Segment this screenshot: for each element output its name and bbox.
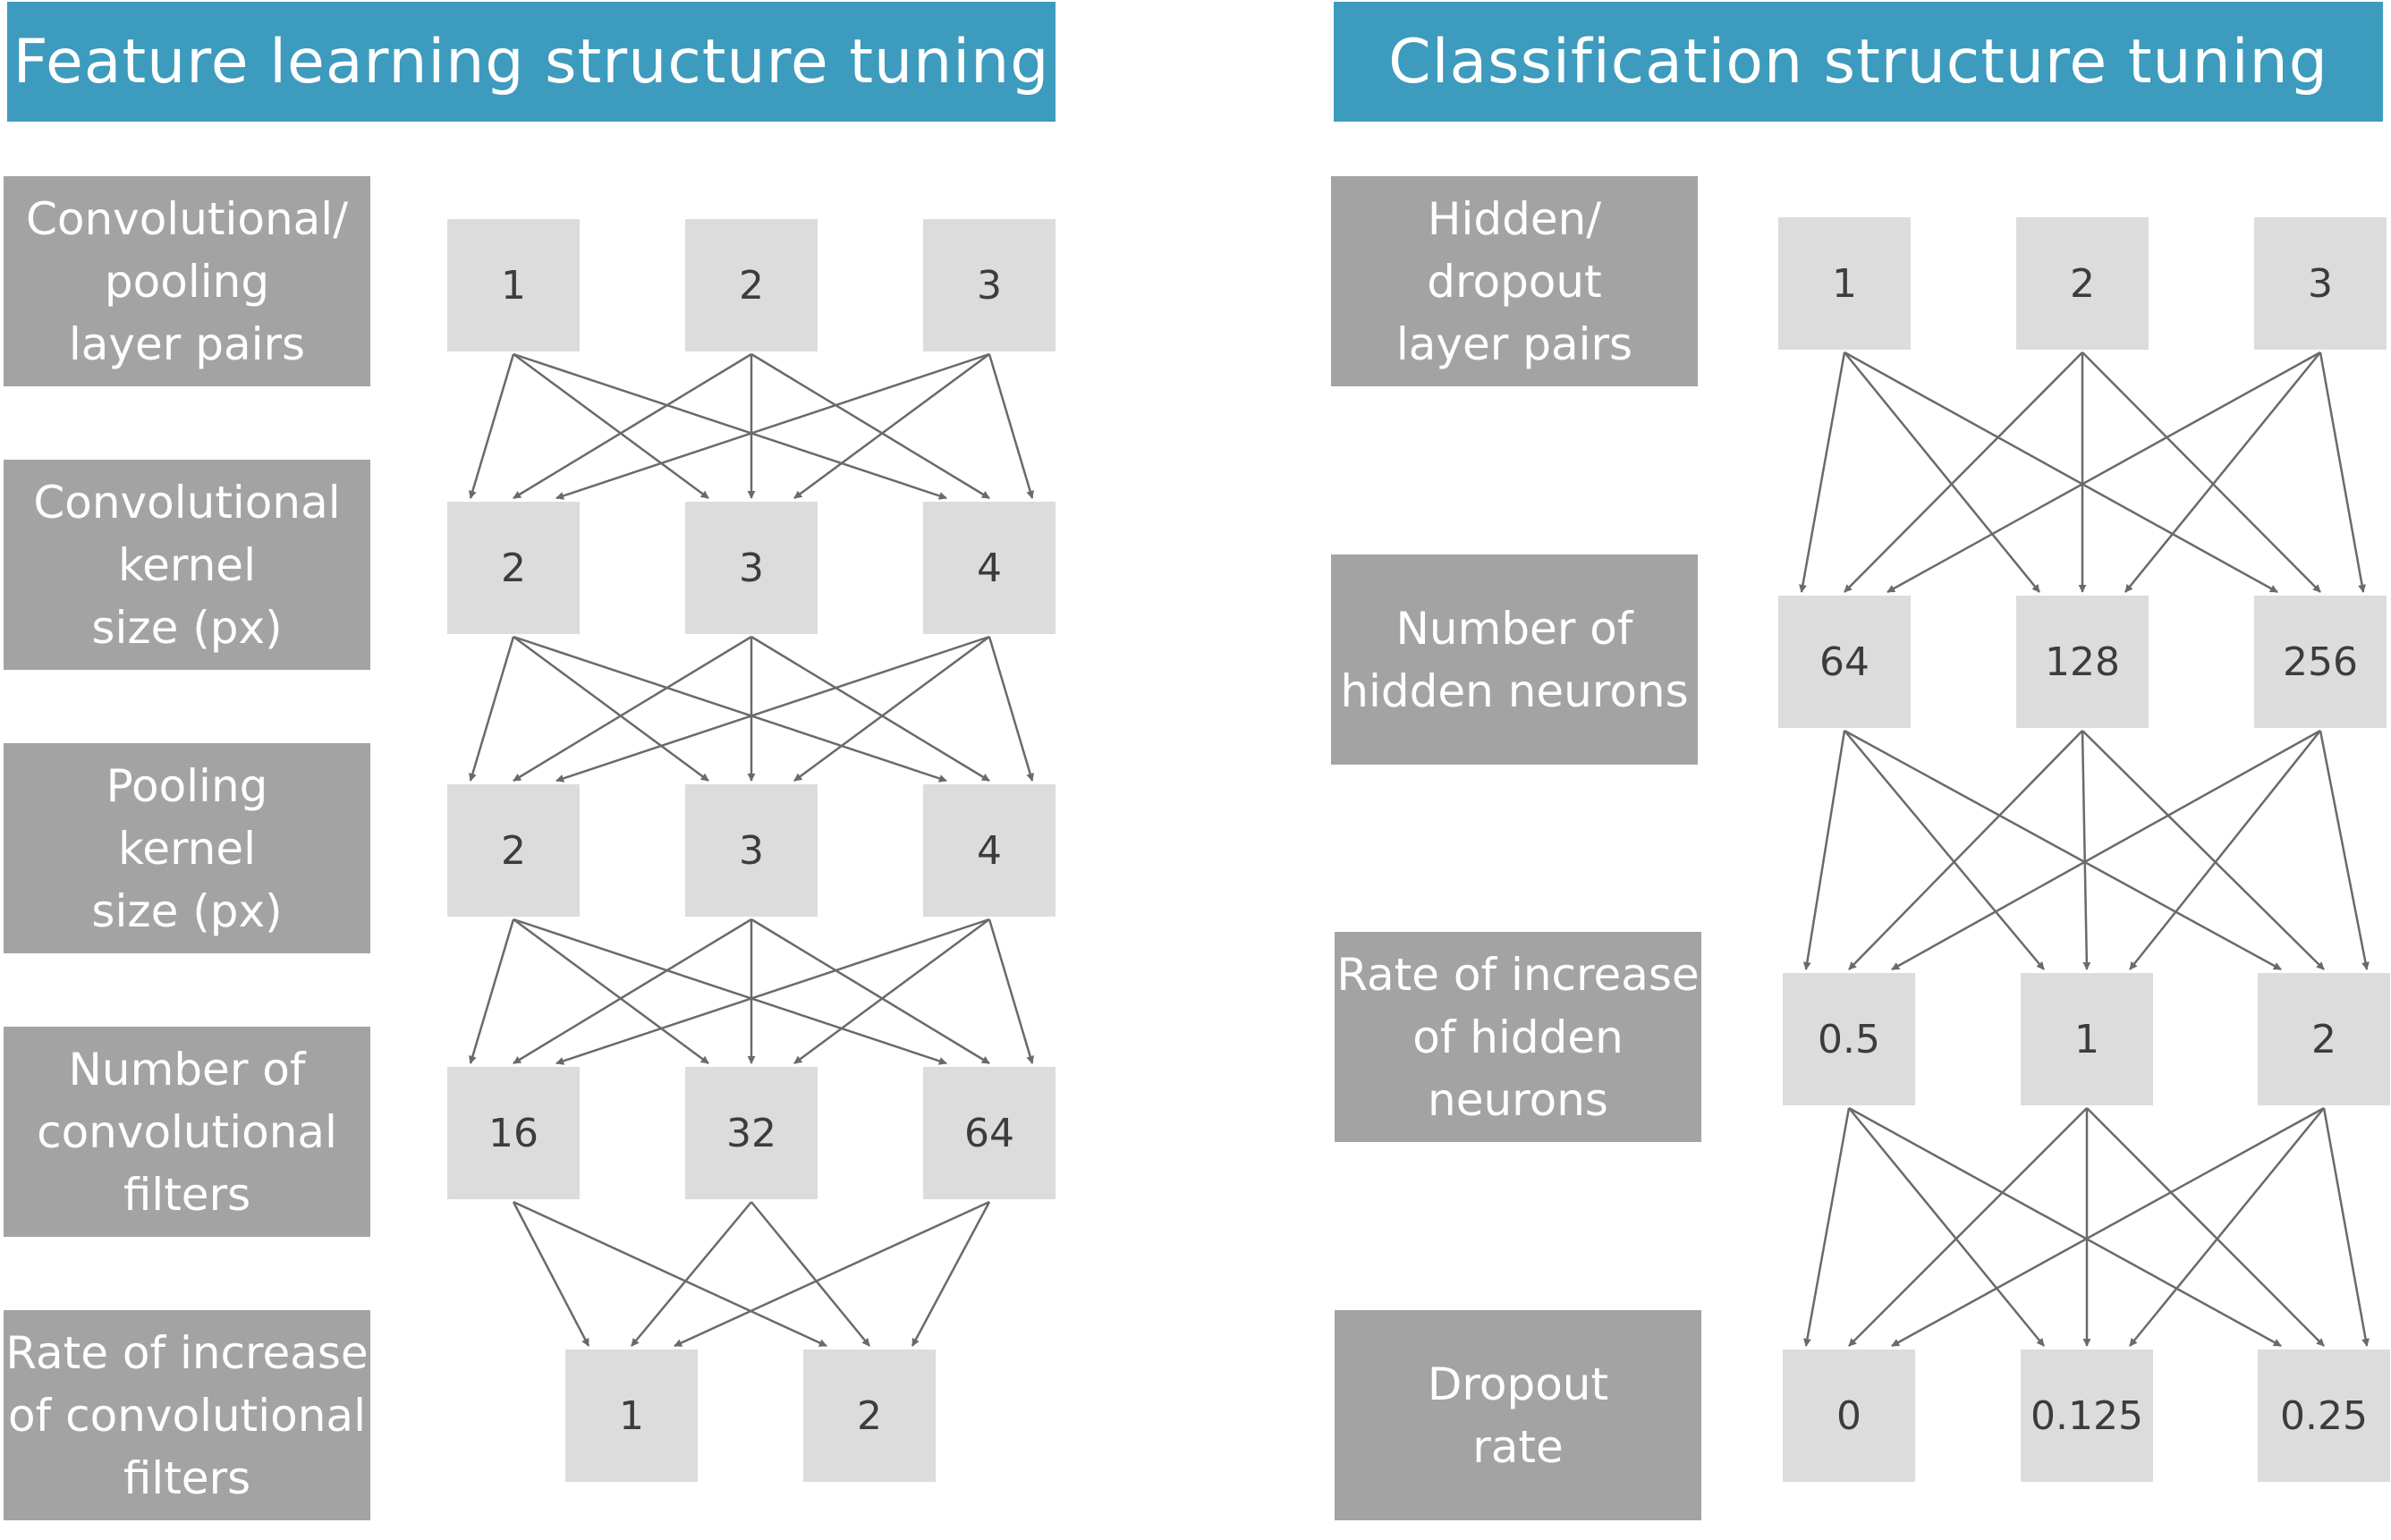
right-edge-r2-2-to-0 — [1891, 1106, 2325, 1348]
label-num-hidden-neurons: Number of hidden neurons — [1331, 554, 1698, 765]
left-edge-r0-1-to-0 — [513, 352, 752, 500]
left-edge-r1-0-to-0 — [469, 636, 515, 782]
node-conv-kernel-4: 4 — [923, 502, 1056, 634]
node-pool-kernel-4: 4 — [923, 784, 1056, 917]
left-edge-r3-2-to-0 — [674, 1200, 990, 1348]
left-edge-r1-1-to-0 — [513, 635, 752, 783]
node-hidden-neurons-128: 128 — [2016, 596, 2149, 728]
node-rate-hidden-0-5: 0.5 — [1783, 973, 1915, 1105]
left-edge-r1-2-to-2 — [988, 636, 1034, 782]
label-num-conv-filters: Number of convolutional filters — [4, 1027, 370, 1237]
right-edge-r2-1-to-0 — [1848, 1107, 2088, 1347]
left-edge-r0-2-to-1 — [793, 352, 990, 500]
node-rate-hidden-2: 2 — [2258, 973, 2390, 1105]
right-edge-r0-2-to-1 — [2124, 351, 2321, 593]
right-edge-r1-1-to-2 — [2082, 730, 2325, 970]
node-rate-conv-filters-2: 2 — [803, 1350, 936, 1482]
right-edge-r0-2-to-0 — [1887, 351, 2321, 594]
right-edge-r2-0-to-1 — [1848, 1107, 2045, 1347]
label-dropout-rate: Dropout rate — [1335, 1310, 1701, 1520]
right-edge-r1-0-to-0 — [1802, 730, 1846, 970]
left-edge-r3-0-to-1 — [513, 1200, 827, 1348]
left-edge-r0-2-to-2 — [988, 353, 1034, 499]
right-edge-r1-1-to-1 — [2081, 730, 2091, 970]
right-edge-r1-0-to-1 — [1844, 730, 2045, 970]
right-edge-r0-1-to-0 — [1844, 351, 2083, 593]
right-edge-r1-2-to-2 — [2319, 730, 2370, 970]
right-edge-r1-2-to-0 — [1891, 729, 2321, 971]
node-dropout-0: 0 — [1783, 1350, 1915, 1482]
right-edge-r2-1-to-2 — [2086, 1107, 2325, 1347]
left-edge-r1-2-to-0 — [555, 635, 990, 783]
right-edge-r0-2-to-2 — [2319, 351, 2367, 593]
node-conv-kernel-2: 2 — [447, 502, 580, 634]
left-edge-r2-2-to-1 — [793, 918, 990, 1065]
left-edge-r1-0-to-2 — [513, 635, 947, 783]
left-edge-r2-1-to-0 — [513, 918, 752, 1065]
right-edge-r1-2-to-1 — [2129, 730, 2321, 970]
left-edge-r2-2-to-0 — [555, 918, 990, 1065]
left-edge-r2-0-to-0 — [469, 918, 515, 1064]
node-conv-pool-pairs-2: 2 — [685, 219, 818, 351]
node-hidden-pairs-2: 2 — [2016, 217, 2149, 350]
right-edge-r0-0-to-1 — [1844, 351, 2040, 593]
node-hidden-neurons-256: 256 — [2254, 596, 2387, 728]
right-edge-r0-0-to-2 — [1844, 351, 2278, 594]
node-conv-pool-pairs-3: 3 — [923, 219, 1056, 351]
label-rate-hidden-neurons: Rate of increase of hidden neurons — [1335, 932, 1701, 1142]
left-edge-r3-1-to-1 — [750, 1201, 870, 1347]
node-rate-conv-filters-1: 1 — [565, 1350, 698, 1482]
node-conv-filters-16: 16 — [447, 1067, 580, 1199]
right-edge-r0-1-to-2 — [2082, 351, 2321, 593]
node-hidden-neurons-64: 64 — [1778, 596, 1911, 728]
right-edge-r1-0-to-2 — [1844, 729, 2282, 971]
label-pool-kernel-size: Pooling kernel size (px) — [4, 743, 370, 953]
left-edge-r3-0-to-0 — [512, 1201, 590, 1347]
right-edge-r2-0-to-0 — [1803, 1107, 1851, 1347]
left-edge-r2-2-to-2 — [988, 918, 1034, 1064]
left-edge-r1-2-to-1 — [793, 635, 990, 783]
classification-header: Classification structure tuning — [1334, 2, 2383, 122]
label-hidden-dropout-pairs: Hidden/ dropout layer pairs — [1331, 176, 1698, 386]
left-edge-r0-0-to-2 — [513, 352, 947, 500]
node-conv-kernel-3: 3 — [685, 502, 818, 634]
left-edge-r1-1-to-2 — [750, 635, 990, 783]
right-edge-r1-1-to-0 — [1848, 730, 2083, 970]
left-edge-r3-1-to-0 — [631, 1201, 752, 1347]
right-edge-r2-2-to-1 — [2129, 1107, 2325, 1347]
node-conv-pool-pairs-1: 1 — [447, 219, 580, 351]
left-edge-r0-2-to-0 — [555, 352, 990, 500]
node-pool-kernel-2: 2 — [447, 784, 580, 917]
feature-learning-header: Feature learning structure tuning — [7, 2, 1056, 122]
left-edge-r3-2-to-1 — [911, 1201, 991, 1347]
right-edge-r2-0-to-2 — [1848, 1106, 2282, 1348]
left-edge-r0-0-to-0 — [469, 353, 515, 499]
node-rate-hidden-1: 1 — [2021, 973, 2153, 1105]
node-conv-filters-32: 32 — [685, 1067, 818, 1199]
edge-group — [469, 351, 2370, 1348]
left-edge-r2-1-to-2 — [750, 918, 990, 1065]
node-conv-filters-64: 64 — [923, 1067, 1056, 1199]
node-pool-kernel-3: 3 — [685, 784, 818, 917]
label-rate-conv-filters: Rate of increase of convolutional filter… — [4, 1310, 370, 1520]
node-hidden-pairs-3: 3 — [2254, 217, 2387, 350]
left-edge-r2-0-to-1 — [513, 918, 709, 1065]
left-edge-r0-0-to-1 — [513, 352, 709, 500]
node-dropout-0-25: 0.25 — [2258, 1350, 2390, 1482]
right-edge-r2-2-to-2 — [2322, 1107, 2370, 1347]
left-edge-r0-1-to-2 — [750, 352, 990, 500]
node-hidden-pairs-1: 1 — [1778, 217, 1911, 350]
left-edge-r1-0-to-1 — [513, 635, 709, 783]
node-dropout-0-125: 0.125 — [2021, 1350, 2153, 1482]
label-conv-kernel-size: Convolutional kernel size (px) — [4, 460, 370, 670]
right-edge-r0-0-to-0 — [1798, 351, 1846, 593]
left-edge-r2-0-to-2 — [513, 918, 947, 1065]
label-conv-pool-pairs: Convolutional/ pooling layer pairs — [4, 176, 370, 386]
